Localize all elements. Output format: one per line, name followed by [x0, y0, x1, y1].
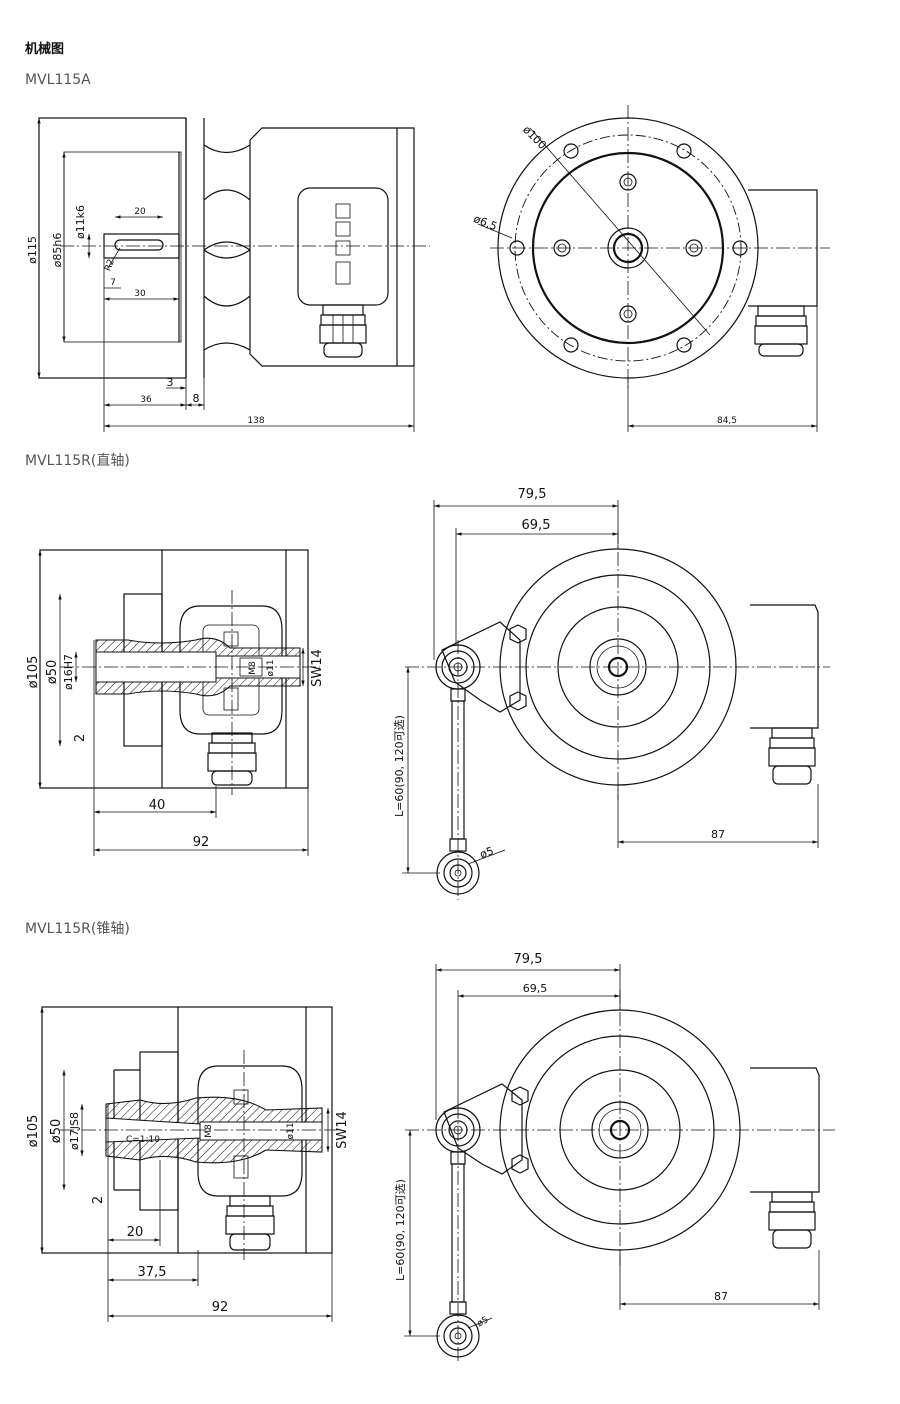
label-key-30: 30: [134, 289, 146, 299]
label-d50: ø50: [45, 660, 60, 685]
mvl115r-straight-front-view: 79,5 69,5 L=60(90, 120可选) ø5 87: [393, 487, 830, 900]
label-d11: ø11: [266, 660, 276, 677]
section-title-mvl115r-taper: MVL115R(锥轴): [25, 921, 130, 937]
mvl115r-taper-side-view: ø105 ø50 ø17JS8 2 20 37,5 92 C=1:10 SW14…: [26, 1006, 350, 1322]
label-2: 2: [91, 1196, 106, 1204]
page-title: 机械图: [25, 42, 65, 57]
label-d65: ø6,5: [472, 212, 499, 233]
label-69-5: 69,5: [523, 982, 548, 995]
label-d105: ø105: [26, 1115, 41, 1148]
label-138: 138: [247, 416, 264, 426]
label-m8: M8: [248, 661, 258, 675]
label-sw14: SW14: [335, 1111, 350, 1149]
label-20: 20: [127, 1225, 144, 1240]
section-title-mvl115r-straight: MVL115R(直轴): [25, 453, 130, 469]
label-40: 40: [149, 798, 166, 813]
mvl115r-straight-side-view: ø105 ø50 ø16H7 2 40 92 SW14 M8 ø11: [26, 549, 325, 856]
label-36: 36: [140, 395, 152, 405]
label-lever-length: L=60(90, 120可选): [393, 715, 406, 817]
label-79-5: 79,5: [514, 952, 543, 967]
label-92: 92: [193, 835, 210, 850]
mvl115r-taper-front-view: 79,5 69,5 L=60(90, 120可选) ø5 87: [394, 952, 835, 1362]
label-r2: R2: [103, 258, 116, 273]
label-key-20: 20: [134, 207, 146, 217]
label-d5: ø5: [476, 1315, 491, 1329]
label-69-5: 69,5: [522, 518, 551, 533]
label-3: 3: [167, 376, 174, 389]
label-8: 8: [193, 392, 200, 405]
label-84-5: 84,5: [717, 416, 737, 426]
label-m8: M8: [204, 1124, 214, 1138]
label-37-5: 37,5: [138, 1265, 167, 1280]
section-title-mvl115a: MVL115A: [25, 72, 91, 88]
label-d11: ø11k6: [74, 205, 87, 239]
label-92: 92: [212, 1300, 229, 1315]
label-taper: C=1:10: [126, 1135, 160, 1145]
label-lever-length: L=60(90, 120可选): [394, 1179, 407, 1281]
mvl115a-side-view: ø115 ø85h6 ø11k6 20 30 7 R2 3 36 8 138: [26, 117, 430, 432]
label-d5: ø5: [478, 844, 495, 861]
label-d16: ø16H7: [62, 654, 75, 690]
mvl115a-front-view: ø100 ø6,5 84,5: [472, 105, 830, 432]
label-87: 87: [711, 828, 725, 841]
label-sw14: SW14: [310, 649, 325, 687]
label-2: 2: [73, 734, 88, 742]
label-key-7: 7: [110, 278, 116, 288]
label-d50: ø50: [49, 1119, 64, 1144]
label-d105: ø105: [26, 656, 41, 689]
label-d17: ø17JS8: [68, 1112, 81, 1150]
label-d85: ø85h6: [51, 233, 64, 268]
label-d11: ø11: [286, 1123, 296, 1140]
label-79-5: 79,5: [518, 487, 547, 502]
label-87: 87: [714, 1290, 728, 1303]
label-d115: ø115: [26, 236, 39, 264]
